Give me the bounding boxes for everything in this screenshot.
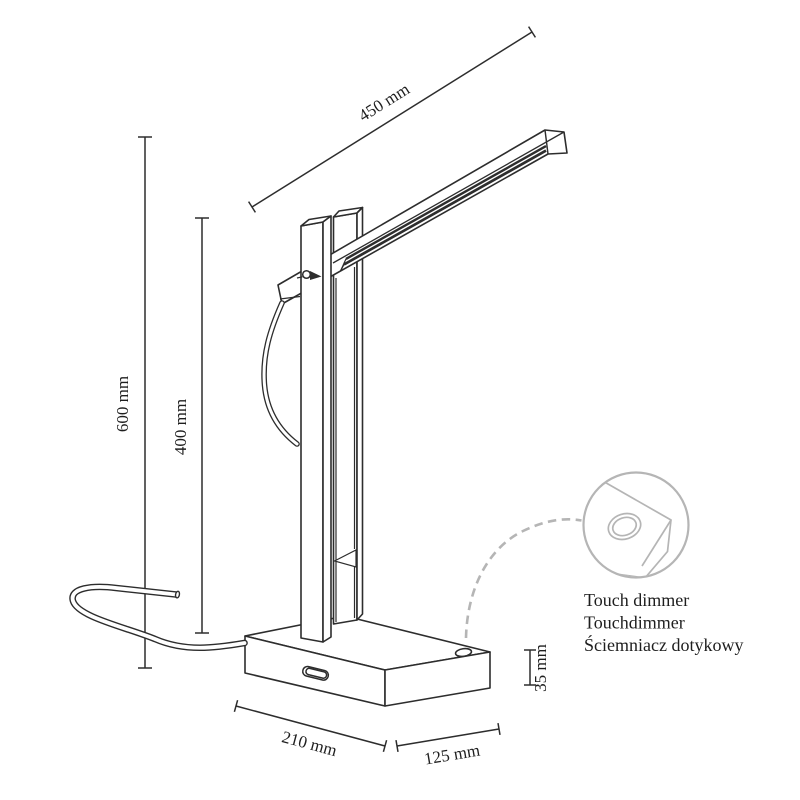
dim-label-base-thickness: 35 mm xyxy=(531,644,550,692)
post-front-plate xyxy=(300,215,332,643)
joint-cable xyxy=(261,300,300,447)
dim-post-height xyxy=(195,217,209,634)
dim-label-post-height: 400 mm xyxy=(171,399,190,455)
cable-end xyxy=(174,590,181,599)
callout-line-en: Touch dimmer xyxy=(584,590,689,610)
dim-label-base-length: 210 mm xyxy=(280,727,339,760)
dim-base-length xyxy=(233,700,388,752)
callout-leader-dashed xyxy=(464,518,582,639)
clamp-knob xyxy=(296,269,322,280)
base-right-face xyxy=(384,651,491,707)
callout-zoom-drawing xyxy=(600,479,672,577)
power-cable xyxy=(69,583,248,652)
arm-rear-fold xyxy=(279,295,301,300)
callout-line-de: Touchdimmer xyxy=(584,613,685,633)
callout-line-pl: Ściemniacz dotykowy xyxy=(584,634,743,655)
dimension-lines xyxy=(138,26,537,753)
post-rear-bar xyxy=(332,206,364,625)
touch-dimmer-callout xyxy=(582,471,690,579)
dim-overall-height xyxy=(138,136,152,669)
dim-arm-length xyxy=(247,26,537,213)
dim-label-overall-height: 600 mm xyxy=(113,376,132,432)
usb-port-slot xyxy=(301,665,330,681)
arm-top-near-edge xyxy=(332,131,565,264)
post-slot-detail xyxy=(332,267,357,622)
touch-dimmer-button xyxy=(454,647,473,658)
dim-base-thickness xyxy=(524,649,536,686)
dim-label-arm-length: 450 mm xyxy=(355,79,413,125)
dim-base-depth xyxy=(395,722,501,753)
lamp-base xyxy=(244,615,491,707)
dim-label-base-depth: 125 mm xyxy=(423,741,482,769)
led-strip xyxy=(339,145,547,272)
callout-text: Touch dimmer Touchdimmer Ściemniacz doty… xyxy=(584,590,743,655)
